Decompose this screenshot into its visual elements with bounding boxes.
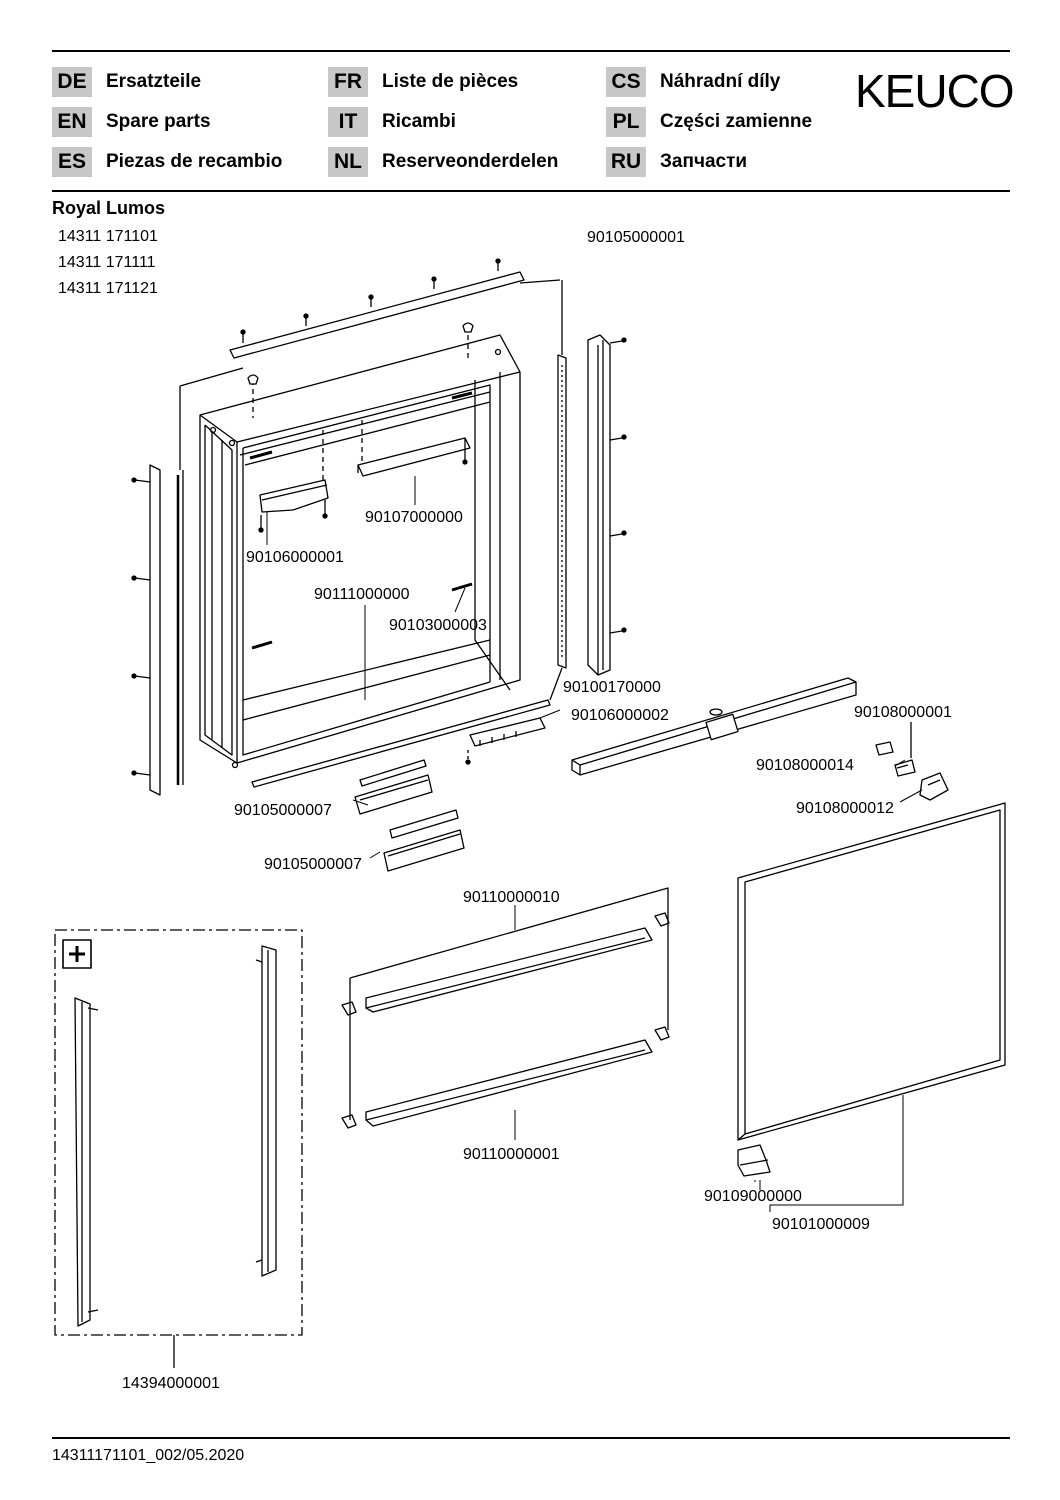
lang-row-it: IT Ricambi [328, 107, 456, 137]
lang-row-es: ES Piezas de recambio [52, 147, 282, 177]
lang-row-de: DE Ersatzteile [52, 67, 201, 97]
part-label: 90109000000 [704, 1188, 802, 1205]
lang-row-nl: NL Reserveonderdelen [328, 147, 558, 177]
brand-logo: KEUCO [855, 65, 1015, 117]
part-label: 90105000001 [587, 229, 685, 246]
lang-label: Запчасти [660, 151, 748, 172]
part-label: 90110000010 [463, 889, 560, 906]
profile-set-upper [354, 759, 433, 815]
shelf-support-bracket [357, 437, 471, 477]
lang-label: Spare parts [106, 111, 211, 132]
lang-code-badge: ES [52, 147, 92, 177]
glass-shelf-lower [365, 1039, 653, 1127]
part-label: 90103000003 [389, 617, 487, 634]
lang-label: Náhradní díly [660, 71, 781, 92]
lang-row-fr: FR Liste de pièces [328, 67, 518, 97]
header-bottom-rule [52, 190, 1010, 192]
part-label: 90106000002 [571, 707, 669, 724]
article-number: 14311 171111 [58, 254, 156, 271]
part-label: 90105000007 [234, 802, 332, 819]
mirror-door [737, 802, 1006, 1141]
lang-label: Części zamienne [660, 111, 813, 132]
part-label: 90101000009 [772, 1216, 870, 1233]
part-label: 90111000000 [314, 586, 410, 603]
cabinet-body [179, 322, 521, 785]
part-label: 90108000001 [854, 704, 952, 721]
lang-code-badge: PL [606, 107, 646, 137]
lang-label: Ersatzteile [106, 71, 202, 92]
lang-code-badge: CS [606, 67, 646, 97]
lang-code-badge: RU [606, 147, 646, 177]
lang-code-badge: NL [328, 147, 368, 177]
article-number: 14311 171121 [58, 280, 158, 297]
lang-label: Reserveonderdelen [382, 151, 559, 172]
socket-bracket [258, 479, 329, 533]
hinge-parts [875, 722, 949, 801]
lang-code-badge: EN [52, 107, 92, 137]
header-top-rule [52, 50, 1010, 52]
lang-label: Ricambi [382, 111, 456, 132]
lang-code-badge: IT [328, 107, 368, 137]
part-label: 90106000001 [246, 549, 344, 566]
lang-row-cs: CS Náhradní díly [606, 67, 780, 97]
product-title: Royal Lumos [52, 198, 166, 218]
right-side-profile [587, 334, 627, 676]
part-label: 90100170000 [563, 679, 661, 696]
lang-row-ru: RU Запчасти [606, 147, 747, 177]
accessory-box [54, 929, 303, 1368]
glass-shelf-upper [365, 927, 653, 1013]
shelf-clips [341, 887, 670, 1129]
lang-code-badge: DE [52, 67, 92, 97]
lang-label: Liste de pièces [382, 71, 519, 92]
part-label: 90108000012 [796, 800, 894, 817]
bottom-seal-strip [251, 699, 551, 788]
lang-label: Piezas de recambio [106, 151, 283, 172]
led-profile-vertical [549, 280, 567, 701]
door-holder [737, 1144, 771, 1177]
lang-row-en: EN Spare parts [52, 107, 211, 137]
left-side-strip [131, 464, 180, 796]
part-label: 90108000014 [756, 757, 854, 774]
top-cover-strip [229, 258, 561, 359]
connector-block [465, 717, 546, 765]
part-label: 90105000007 [264, 856, 362, 873]
part-label: 90110000001 [463, 1146, 560, 1163]
lang-row-pl: PL Części zamienne [606, 107, 812, 137]
part-label: 90107000000 [365, 509, 463, 526]
part-label: 14394000001 [122, 1375, 220, 1392]
lang-code-badge: FR [328, 67, 368, 97]
document-id: 14311171101_002/05.2020 [52, 1447, 245, 1464]
article-number: 14311 171101 [58, 228, 158, 245]
footer-rule [52, 1437, 1010, 1439]
profile-set-lower [383, 809, 465, 872]
leader-lines [266, 476, 923, 1212]
led-light-bar [571, 677, 857, 776]
